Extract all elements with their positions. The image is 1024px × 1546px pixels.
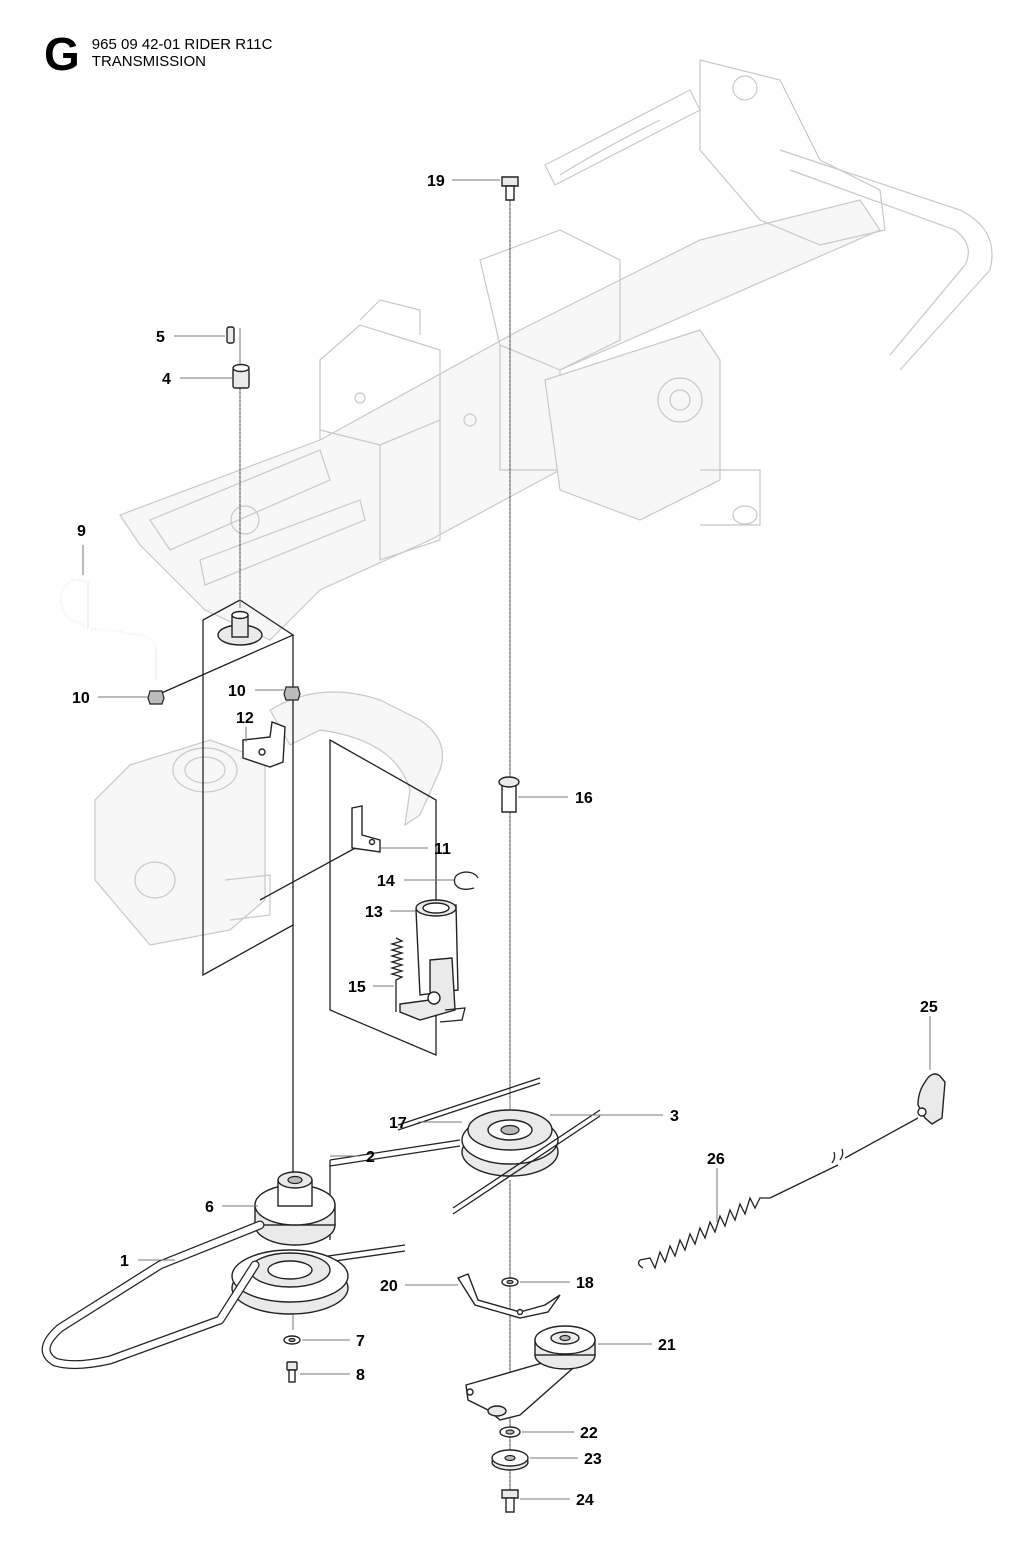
title-block: 965 09 42-01 RIDER R11C TRANSMISSION xyxy=(92,34,273,70)
callout-13: 13 xyxy=(365,904,383,921)
part-9-bent-rod xyxy=(60,578,157,680)
callout-10-left: 10 xyxy=(72,690,90,707)
callout-2: 2 xyxy=(366,1149,375,1166)
callout-14: 14 xyxy=(377,873,395,890)
part-10-nut-right xyxy=(283,686,301,701)
part-20-bracket xyxy=(456,1273,561,1319)
callout-4: 4 xyxy=(162,371,171,388)
part-17-bolt xyxy=(501,176,519,201)
callout-8: 8 xyxy=(356,1367,365,1384)
part-4-bushing xyxy=(232,363,250,389)
transaxle-housing-ghost xyxy=(94,691,444,946)
part-11-bracket xyxy=(351,805,381,853)
callout-7: 7 xyxy=(356,1333,365,1350)
part-18-pulley xyxy=(461,1109,559,1177)
part-5-pin xyxy=(226,326,235,344)
part-15-spring xyxy=(389,937,405,1012)
part-24-bolt xyxy=(501,1489,519,1513)
diagram-header: G 965 09 42-01 RIDER R11C TRANSMISSION xyxy=(44,28,273,80)
callout-23: 23 xyxy=(584,1451,602,1468)
part-1-v-belt xyxy=(41,1220,265,1370)
part-13-tensioner-arm xyxy=(399,899,466,1023)
callout-21: 21 xyxy=(658,1337,676,1354)
part-19-washer xyxy=(501,1277,519,1287)
chassis-frame-ghost xyxy=(119,59,993,641)
part-8-bolt xyxy=(286,1361,298,1383)
frame-shaft-mount xyxy=(217,610,263,646)
callout-24: 24 xyxy=(576,1492,594,1509)
callout-26: 26 xyxy=(707,1151,725,1168)
callout-17: 19 xyxy=(427,173,445,190)
callout-16: 16 xyxy=(575,790,593,807)
part-22-washer xyxy=(499,1426,521,1438)
section-title: TRANSMISSION xyxy=(91,53,206,70)
control-cable xyxy=(769,1117,919,1199)
callout-3: 3 xyxy=(670,1108,679,1125)
callout-10-right: 10 xyxy=(228,683,246,700)
callout-5: 5 xyxy=(156,329,165,346)
callout-leaders xyxy=(82,179,931,1500)
part-12-bracket xyxy=(242,721,286,768)
callout-15: 15 xyxy=(348,979,366,996)
part-6-pulley-hub xyxy=(254,1171,336,1246)
part-16-bushing xyxy=(498,776,520,813)
part-number-model: 965 09 42-01 RIDER R11C xyxy=(91,36,273,53)
callout-18: 17 xyxy=(389,1115,407,1132)
part-23-spacer xyxy=(491,1449,529,1471)
callout-numbers: 19 5 4 9 10 10 12 11 14 13 15 16 25 17 3… xyxy=(72,173,938,1509)
callout-19: 18 xyxy=(576,1275,594,1292)
callout-11: 11 xyxy=(434,841,451,858)
callout-20: 20 xyxy=(380,1278,398,1295)
part-10-nut-left xyxy=(147,690,165,705)
part-7-washer xyxy=(283,1335,301,1345)
part-21-idler-pulley xyxy=(465,1325,596,1421)
callout-22: 22 xyxy=(580,1425,598,1442)
section-letter: G xyxy=(44,28,80,80)
part-25-cable-hook xyxy=(917,1073,946,1125)
callout-9: 9 xyxy=(77,523,86,540)
callout-6: 6 xyxy=(205,1199,214,1216)
callout-12: 12 xyxy=(236,710,254,727)
engine-pulley-lower xyxy=(231,1249,349,1315)
callout-1: 1 xyxy=(120,1253,129,1270)
part-14-snap-ring xyxy=(453,871,479,890)
part-26-spring xyxy=(637,1196,770,1270)
callout-25: 25 xyxy=(920,999,938,1016)
